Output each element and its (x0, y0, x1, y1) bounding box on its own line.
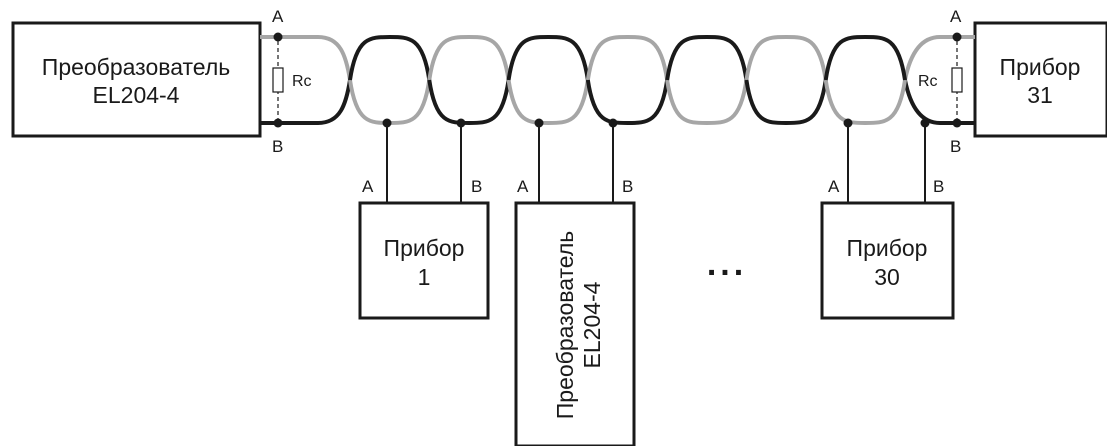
right-a-node (952, 32, 962, 42)
twist-loop-3-bottom (585, 79, 670, 126)
device-1-number: 1 (418, 264, 431, 290)
twist-loop-4-top (665, 34, 749, 81)
device-1-pin-b: B (471, 177, 482, 196)
right-b-node (952, 118, 962, 128)
right-bus-ends: Rc A B (903, 7, 975, 156)
converter-middle-name: Преобразователь (552, 231, 578, 419)
device-30-box: Прибор 30 (820, 201, 955, 320)
device-31-box: Прибор 31 (973, 21, 1107, 138)
twist-loop-6-top (823, 34, 907, 81)
device-30-name: Прибор (847, 235, 928, 261)
converter-middle-model: EL204-4 (579, 281, 605, 368)
device-30-b-node (920, 118, 930, 128)
device-30-number: 30 (874, 264, 900, 290)
more-devices-ellipsis: ... (707, 245, 747, 283)
device-1-pin-a: A (362, 177, 374, 196)
converter-left-name: Преобразователь (42, 54, 230, 80)
twist-loop-2-bottom (506, 79, 590, 126)
right-terminator-label: Rc (918, 73, 938, 90)
device-30-taps: A B (828, 118, 944, 203)
device-1-box: Прибор 1 (358, 201, 490, 320)
twist-loop-6-bottom (823, 79, 907, 126)
left-a-node (273, 32, 283, 42)
device-31-name: Прибор (1000, 54, 1081, 80)
twist-loop-1-bottom (427, 79, 511, 126)
converter-middle-box: Преобразователь EL204-4 (514, 201, 636, 446)
twist-loop-1-top (427, 34, 511, 81)
left-pin-a: A (272, 7, 284, 26)
converter-middle-a-node (534, 118, 544, 128)
device-30-a-node (843, 118, 853, 128)
left-terminator-label: Rc (292, 73, 312, 90)
converter-middle-pin-b: B (622, 177, 633, 196)
converter-left-model: EL204-4 (93, 82, 180, 108)
left-terminator-resistor (272, 67, 284, 93)
twist-loop-3-top (585, 34, 670, 81)
twist-loop-0-bottom (348, 79, 432, 126)
twisted-pair-bus (348, 34, 907, 126)
twist-loop-5-bottom (744, 79, 828, 126)
converter-middle-b-node (608, 118, 618, 128)
right-terminator-resistor (951, 67, 963, 93)
left-bus-ends: Rc A B (260, 7, 352, 156)
twist-loop-2-top (506, 34, 590, 81)
twist-loop-4-bottom (665, 79, 749, 126)
device-1-a-node (382, 118, 392, 128)
device-1-name: Прибор (384, 235, 465, 261)
twist-loop-0-top (348, 34, 432, 81)
device-30-pin-a: A (828, 177, 840, 196)
device-31-number: 31 (1027, 82, 1053, 108)
right-pin-a: A (950, 7, 962, 26)
right-pin-b: B (950, 137, 961, 156)
converter-middle-pin-a: A (517, 177, 529, 196)
converter-left-box: Преобразователь EL204-4 (11, 21, 262, 138)
converter-middle-taps: A B (517, 118, 633, 203)
left-pin-b: B (272, 137, 283, 156)
twist-loop-5-top (744, 34, 828, 81)
device-1-taps: A B (362, 118, 482, 203)
left-b-node (273, 118, 283, 128)
device-30-pin-b: B (933, 177, 944, 196)
device-1-b-node (456, 118, 466, 128)
